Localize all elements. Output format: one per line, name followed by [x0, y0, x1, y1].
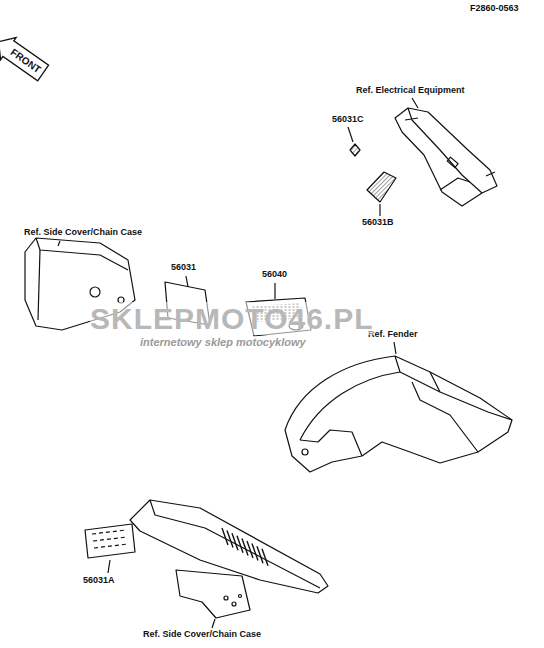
part-label: Ref. Fender [368, 330, 418, 340]
part-label: 56031C [332, 115, 364, 125]
rear-fender [285, 342, 512, 472]
direction-text: FRONT [0, 34, 49, 81]
part-label: 56031A [83, 576, 115, 586]
part-label: 56031 [171, 263, 196, 273]
figure-number: F2860-0563 [470, 4, 519, 14]
part-label: Ref. Side Cover/Chain Case [24, 228, 142, 238]
watermark: SKLEPMOTO46.PL [90, 302, 374, 335]
label-56031b [367, 172, 396, 216]
part-label: 56040 [262, 270, 287, 280]
small-label-56031c [348, 127, 360, 156]
chain-case [130, 500, 328, 628]
electrical-bracket [395, 98, 497, 206]
arrow-shape [0, 31, 51, 84]
part-label: 56031B [362, 218, 394, 228]
part-label: Ref. Side Cover/Chain Case [143, 630, 261, 640]
watermark: internetowy sklep motocyklowy [140, 336, 306, 348]
decal-56031a [85, 524, 135, 573]
front-arrow: FRONT [0, 34, 49, 81]
part-label: Ref. Electrical Equipment [356, 86, 465, 96]
